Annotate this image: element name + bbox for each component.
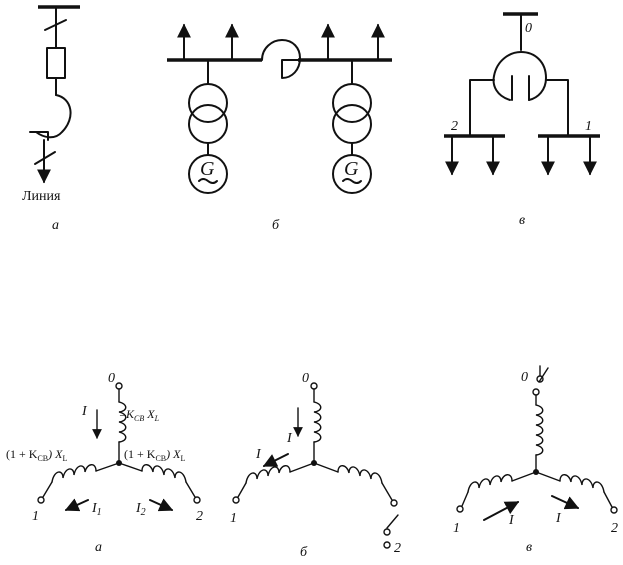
- terminal: [193, 496, 201, 504]
- inductor-coil: [535, 404, 544, 456]
- diagram-top-a: Линия а: [22, 5, 80, 233]
- current-label: I: [508, 513, 515, 528]
- ac-wave-icon: [342, 178, 362, 184]
- wire: [535, 471, 561, 482]
- current-label: I: [555, 511, 562, 526]
- breaker-mark: [34, 151, 56, 165]
- terminal: [383, 528, 391, 536]
- inductor-coil: [559, 474, 605, 493]
- transformer-winding: [332, 104, 372, 144]
- transformer-winding: [188, 104, 228, 144]
- node-label: 0: [525, 21, 532, 36]
- current-label: I2: [135, 501, 146, 518]
- fuse-symbol: [46, 47, 66, 79]
- generator-symbol: [188, 154, 228, 194]
- terminal: [232, 496, 240, 504]
- wire: [313, 462, 339, 473]
- terminal: [383, 541, 391, 549]
- current-arrow: [551, 495, 580, 510]
- caption: б: [300, 545, 308, 560]
- current-label: I1: [91, 501, 102, 518]
- inductor-coil: [313, 401, 322, 443]
- wire: [603, 491, 613, 508]
- diagram-bottom-a: 0 I –KСВ XL (1 + KСВ) XL (1 + KСВ) XL 1 …: [6, 371, 203, 555]
- switch-blade: [538, 367, 549, 383]
- wire: [185, 481, 196, 498]
- reactor-symbol-hook: [29, 131, 49, 141]
- inductor-coil: [337, 465, 383, 484]
- diagram-top-b: G G б: [167, 23, 392, 233]
- node-label: 0: [302, 371, 309, 386]
- caption: б: [272, 218, 280, 233]
- reactance-label: –KСВ XL: [119, 407, 160, 423]
- wire: [289, 462, 315, 473]
- node-label: 2: [394, 541, 401, 556]
- node-label: 2: [611, 521, 618, 536]
- current-arrow: [64, 498, 89, 512]
- split-reactor-legs: [511, 75, 530, 101]
- inductor-coil: [141, 464, 187, 483]
- terminal: [37, 496, 45, 504]
- current-label: I: [81, 404, 88, 419]
- wire: [118, 462, 143, 472]
- terminal: [532, 388, 540, 396]
- wire: [237, 482, 247, 498]
- terminal: [115, 382, 123, 390]
- sectional-reactor-symbol: [261, 39, 301, 79]
- node-label: 0: [521, 370, 528, 385]
- line-label: Линия: [22, 189, 61, 204]
- split-reactor-symbol: [492, 51, 547, 101]
- wire: [461, 491, 469, 507]
- node-label: 1: [32, 509, 39, 524]
- branch-wire-2: [469, 79, 495, 137]
- node-label: 2: [196, 509, 203, 524]
- terminal: [610, 506, 618, 514]
- terminal: [390, 499, 398, 507]
- node-label: 1: [585, 119, 592, 134]
- caption: а: [52, 218, 59, 233]
- current-label: I: [286, 431, 293, 446]
- current-label: I: [255, 447, 262, 462]
- generator-symbol: [332, 154, 372, 194]
- switch-blade: [386, 514, 399, 529]
- wire: [95, 462, 120, 472]
- caption: в: [519, 213, 525, 228]
- terminal: [456, 505, 464, 513]
- reactor-symbol: [35, 94, 72, 139]
- current-arrow: [262, 453, 289, 467]
- generator-label: G: [200, 158, 215, 180]
- diagram-bottom-c: 0 1 I 2 I в: [453, 365, 618, 555]
- diagram-top-c: 0 2 1 в: [444, 12, 600, 228]
- inductor-coil: [118, 401, 127, 443]
- node-label: 1: [453, 521, 460, 536]
- diagram-bottom-b: 0 I I 1 2 б: [230, 371, 401, 560]
- wire: [42, 481, 53, 498]
- transformer-winding: [188, 83, 228, 123]
- node-label: 2: [451, 119, 458, 134]
- disconnector-mark: [44, 19, 67, 31]
- node-label: 0: [108, 371, 115, 386]
- inductor-coil: [245, 465, 291, 484]
- terminal: [310, 382, 318, 390]
- current-arrow: [483, 501, 520, 521]
- branch-wire-1: [545, 79, 569, 137]
- current-arrow: [149, 498, 174, 512]
- wire: [511, 471, 537, 482]
- reactance-label: (1 + KСВ) XL: [6, 447, 67, 463]
- wire: [381, 482, 393, 501]
- caption: а: [95, 540, 102, 555]
- inductor-coil: [467, 474, 513, 493]
- ac-wave-icon: [198, 178, 218, 184]
- inductor-coil: [51, 464, 97, 483]
- transformer-winding: [332, 83, 372, 123]
- node-label: 1: [230, 511, 237, 526]
- caption: в: [526, 540, 532, 555]
- generator-label: G: [344, 158, 359, 180]
- reactance-label: (1 + KСВ) XL: [124, 447, 185, 463]
